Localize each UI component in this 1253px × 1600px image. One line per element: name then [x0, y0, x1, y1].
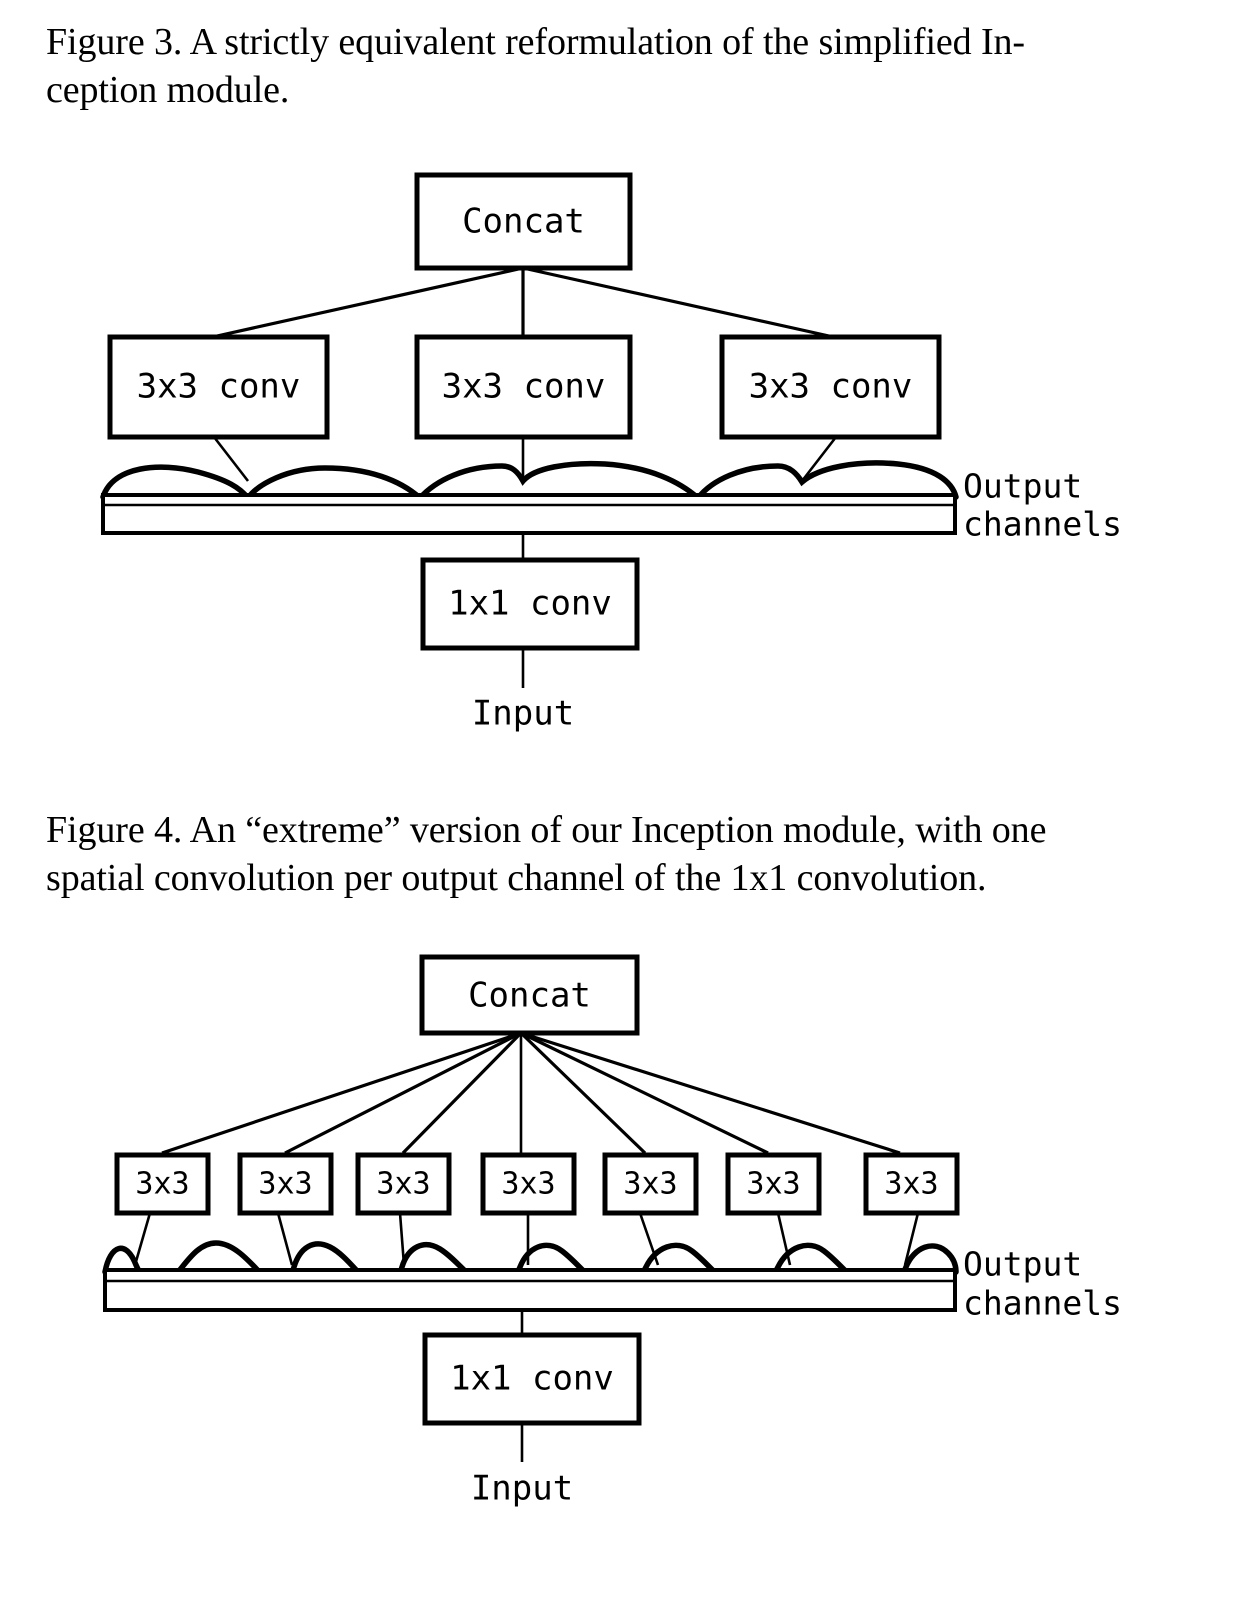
- figure4-output-channels-bar: [102, 1240, 959, 1312]
- figure3-caption-line1: Figure 3. A strictly equivalent reformul…: [46, 21, 1025, 63]
- figure4-branch-label-5: 3x3: [746, 1167, 800, 1202]
- figure4-input-label: Input: [471, 1469, 573, 1509]
- figure3-concat-label: Concat: [462, 202, 585, 242]
- figure4-pointwise-node: 1x1 conv: [422, 1332, 642, 1426]
- figure3-caption-line2: ception module.: [46, 69, 290, 111]
- figure3-output-label-line2: channels: [963, 505, 1122, 544]
- figure4-branch-node-4: 3x3: [602, 1152, 699, 1216]
- figure4-concat-node: Concat: [419, 954, 640, 1036]
- figure3-caption: Figure 3. A strictly equivalent reformul…: [46, 18, 1206, 114]
- figure4-branch-node-5: 3x3: [725, 1152, 822, 1216]
- figure4-branch-label-1: 3x3: [258, 1167, 312, 1202]
- figure4-branch-node-6: 3x3: [863, 1152, 960, 1216]
- figure4-branch-label-2: 3x3: [376, 1167, 430, 1202]
- figure3-branch-node-2: 3x3 conv: [719, 334, 942, 440]
- figure3-branch-label-2: 3x3 conv: [749, 367, 913, 407]
- figure3-concat-node: Concat: [414, 172, 633, 271]
- figure4-caption: Figure 4. An “extreme” version of our In…: [46, 806, 1211, 902]
- figure3-input-label: Input: [472, 694, 574, 734]
- figure4-caption-line2: spatial convolution per output channel o…: [46, 857, 987, 899]
- figure3-output-channels-bar: [100, 460, 959, 535]
- figure4-branch-label-3: 3x3: [501, 1167, 555, 1202]
- figure4-branch-label-6: 3x3: [884, 1167, 938, 1202]
- figure4-caption-line1: Figure 4. An “extreme” version of our In…: [46, 809, 1047, 851]
- figure3-branch-label-0: 3x3 conv: [137, 367, 301, 407]
- figure3-branch-node-1: 3x3 conv: [414, 334, 633, 440]
- figure3-branch-node-0: 3x3 conv: [107, 334, 330, 440]
- figure4-concat-edges: [161, 1031, 901, 1155]
- figure3-output-label-line1: Output: [963, 467, 1082, 506]
- figure3-branch-to-bar-edges: [212, 436, 838, 482]
- figure4-output-label-line2: channels: [963, 1284, 1122, 1323]
- figure3-output-channels-label: Output channels: [963, 467, 1122, 544]
- figure4-branch-node-1: 3x3: [237, 1152, 334, 1216]
- figure4-concat-label: Concat: [468, 976, 591, 1016]
- figure4-branch-label-4: 3x3: [623, 1167, 677, 1202]
- figure3-concat-edges: [207, 266, 839, 340]
- figure4-output-label-line1: Output: [963, 1245, 1082, 1284]
- figure3-pointwise-node: 1x1 conv: [420, 557, 640, 651]
- figure3-pointwise-label: 1x1 conv: [448, 584, 612, 624]
- figure3-branch-label-1: 3x3 conv: [442, 367, 606, 407]
- figure4-branch-node-3: 3x3: [480, 1152, 577, 1216]
- figure4-pointwise-label: 1x1 conv: [450, 1359, 614, 1399]
- figure3-diagram: Concat 3x3 conv 3x3 conv 3x3 conv: [0, 150, 1253, 770]
- figure4-branch-node-2: 3x3: [355, 1152, 452, 1216]
- figure4-diagram: Concat 3x3 3x3: [0, 925, 1253, 1545]
- figure4-output-channels-label: Output channels: [963, 1245, 1122, 1323]
- figure4-branch-node-0: 3x3: [114, 1152, 211, 1216]
- figure4-branch-label-0: 3x3: [135, 1167, 189, 1202]
